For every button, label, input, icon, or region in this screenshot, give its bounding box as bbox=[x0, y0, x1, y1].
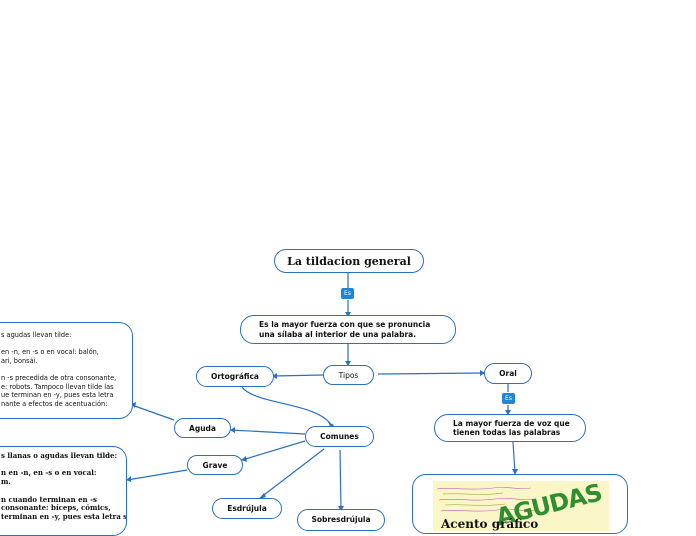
esdrujula-text: Esdrújula bbox=[227, 504, 267, 513]
title-text: La tildacion general bbox=[287, 254, 411, 268]
es-badge-1: Es bbox=[341, 288, 354, 299]
agudas-image: AGUDAS Acento gráfico bbox=[433, 481, 609, 531]
image-node[interactable]: AGUDAS Acento gráfico bbox=[412, 474, 628, 534]
sobresdrujula-node[interactable]: Sobresdrújula bbox=[297, 509, 385, 531]
oral-node[interactable]: Oral bbox=[484, 363, 532, 384]
ortografica-node[interactable]: Ortográfica bbox=[196, 366, 274, 387]
llanas-rules-note[interactable]: s llanas o agudas llevan tilde: n en -n,… bbox=[0, 446, 127, 536]
aguda-text: Aguda bbox=[189, 423, 216, 433]
oral-definition-node[interactable]: La mayor fuerza de voz que tienen todas … bbox=[434, 414, 586, 442]
oral-text: Oral bbox=[499, 369, 517, 378]
definition-node[interactable]: Es la mayor fuerza con que se pronuncia … bbox=[240, 315, 456, 344]
agudas-rules-text: s agudas llevan tilde: en -n, en -s o en… bbox=[1, 331, 117, 408]
tipos-text: Tipos bbox=[338, 370, 359, 380]
llanas-rules-text: s llanas o agudas llevan tilde: n en -n,… bbox=[1, 451, 127, 521]
ortografica-text: Ortográfica bbox=[210, 372, 259, 381]
esdrujula-node[interactable]: Esdrújula bbox=[212, 498, 282, 519]
scribble-lines bbox=[436, 487, 536, 512]
connector-lines bbox=[126, 273, 518, 511]
aguda-node[interactable]: Aguda bbox=[174, 418, 231, 438]
grave-text: Grave bbox=[202, 460, 228, 470]
definition-text: Es la mayor fuerza con que se pronuncia … bbox=[259, 320, 431, 339]
es-badge-2: Es bbox=[502, 393, 515, 404]
comunes-text: Comunes bbox=[320, 432, 359, 441]
agudas-rules-note[interactable]: s agudas llevan tilde: en -n, en -s o en… bbox=[0, 322, 133, 419]
es-badge-1-label: Es bbox=[344, 290, 351, 297]
tipos-node[interactable]: Tipos bbox=[323, 365, 374, 385]
title-node[interactable]: La tildacion general bbox=[274, 249, 424, 273]
grave-node[interactable]: Grave bbox=[187, 455, 243, 475]
comunes-node[interactable]: Comunes bbox=[305, 426, 374, 447]
agudas-image-caption: Acento gráfico bbox=[441, 517, 539, 531]
es-badge-2-label: Es bbox=[505, 395, 512, 402]
oral-definition-text: La mayor fuerza de voz que tienen todas … bbox=[453, 418, 570, 437]
